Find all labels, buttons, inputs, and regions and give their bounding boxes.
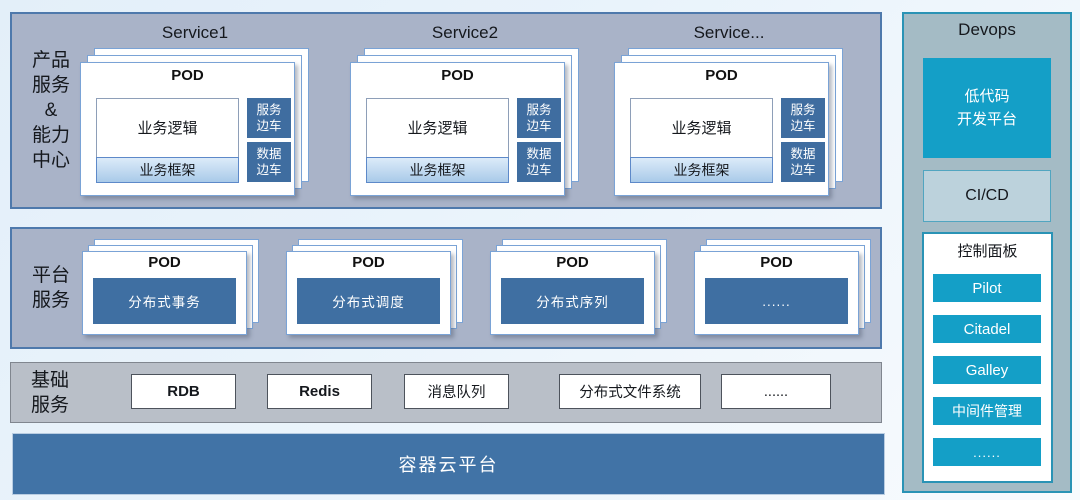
business-box: 业务逻辑 业务框架	[96, 98, 239, 183]
pod-label: POD	[352, 254, 385, 271]
basic-section-label: 基础 服务	[30, 369, 69, 416]
business-framework: 业务框架	[366, 157, 509, 183]
pod-stack: POD 业务逻辑 业务框架 服务 边车 数据 边车	[80, 48, 309, 198]
pod-label: POD	[705, 67, 738, 84]
data-sidecar: 数据 边车	[247, 142, 291, 182]
products-section: 产品 服务 & 能力 中心 Service1 POD 业务逻辑 业务框架 服务 …	[10, 12, 882, 209]
pod-card: POD 业务逻辑 业务框架 服务 边车 数据 边车	[80, 62, 295, 196]
pod-card: POD ......	[694, 251, 859, 335]
pod-stack: POD 业务逻辑 业务框架 服务 边车 数据 边车	[614, 48, 843, 198]
platform-section-label: 平台 服务	[31, 265, 70, 311]
platform-section: 平台 服务 POD 分布式事务 POD 分布式调度 POD 分布式序列 POD …	[10, 227, 882, 349]
control-panel-item-middleware: 中间件管理	[933, 397, 1041, 425]
sidecar-group: 服务 边车 数据 边车	[781, 98, 825, 186]
control-panel-item-more: ......	[933, 438, 1041, 466]
business-box: 业务逻辑 业务框架	[366, 98, 509, 183]
service-group-3: Service... POD 业务逻辑 业务框架 服务 边车 数据 边车	[614, 20, 844, 200]
business-framework: 业务框架	[630, 157, 773, 183]
service-sidecar: 服务 边车	[247, 98, 291, 138]
pod-stack: POD 业务逻辑 业务框架 服务 边车 数据 边车	[350, 48, 579, 198]
business-logic: 业务逻辑	[407, 120, 468, 137]
cicd-box: CI/CD	[923, 170, 1051, 222]
pod-card: POD 分布式序列	[490, 251, 655, 335]
service-sidecar: 服务 边车	[517, 98, 561, 138]
platform-pod-stack-2: POD 分布式调度	[286, 239, 464, 341]
pod-label: POD	[760, 254, 793, 271]
control-panel-item-citadel: Citadel	[933, 315, 1041, 343]
platform-pod-stack-1: POD 分布式事务	[82, 239, 260, 341]
basic-item-distributed-fs: 分布式文件系统	[559, 374, 701, 409]
products-section-label: 产品 服务 & 能力 中心	[31, 50, 70, 171]
data-sidecar: 数据 边车	[517, 142, 561, 182]
pod-label: POD	[441, 67, 474, 84]
service-title: Service1	[161, 23, 229, 42]
basic-item-more: ......	[721, 374, 831, 409]
platform-pod-stack-3: POD 分布式序列	[490, 239, 668, 341]
basic-item-redis: Redis	[267, 374, 372, 409]
low-code-platform-box: 低代码 开发平台	[923, 58, 1051, 158]
basic-item-rdb: RDB	[131, 374, 236, 409]
service-title: Service2	[431, 23, 499, 42]
platform-service-name: 分布式调度	[297, 278, 440, 324]
service-title: Service...	[693, 23, 765, 42]
container-cloud-platform-bar: 容器云平台	[12, 433, 885, 495]
service-group-1: Service1 POD 业务逻辑 业务框架 服务 边车 数据 边车	[80, 20, 310, 200]
sidecar-group: 服务 边车 数据 边车	[517, 98, 561, 186]
pod-card: POD 分布式事务	[82, 251, 247, 335]
devops-column: Devops 低代码 开发平台 CI/CD 控制面板 Pilot Citadel…	[902, 12, 1072, 493]
platform-pod-stack-4: POD ......	[694, 239, 872, 341]
pod-card: POD 业务逻辑 业务框架 服务 边车 数据 边车	[350, 62, 565, 196]
basic-section: 基础 服务 RDB Redis 消息队列 分布式文件系统 ......	[10, 362, 882, 423]
basic-item-message-queue: 消息队列	[404, 374, 509, 409]
devops-title: Devops	[958, 20, 1016, 39]
control-panel-title: 控制面板	[957, 243, 1018, 260]
sidecar-group: 服务 边车 数据 边车	[247, 98, 291, 186]
platform-service-name: 分布式序列	[501, 278, 644, 324]
business-logic: 业务逻辑	[137, 120, 198, 137]
business-framework: 业务框架	[96, 157, 239, 183]
control-panel-item-galley: Galley	[933, 356, 1041, 384]
pod-label: POD	[556, 254, 589, 271]
control-panel: 控制面板 Pilot Citadel Galley 中间件管理 ......	[922, 232, 1053, 483]
business-logic: 业务逻辑	[671, 120, 732, 137]
pod-label: POD	[148, 254, 181, 271]
platform-service-name: ......	[705, 278, 848, 324]
business-box: 业务逻辑 业务框架	[630, 98, 773, 183]
service-sidecar: 服务 边车	[781, 98, 825, 138]
service-group-2: Service2 POD 业务逻辑 业务框架 服务 边车 数据 边车	[350, 20, 580, 200]
platform-service-name: 分布式事务	[93, 278, 236, 324]
pod-label: POD	[171, 67, 204, 84]
pod-card: POD 分布式调度	[286, 251, 451, 335]
data-sidecar: 数据 边车	[781, 142, 825, 182]
control-panel-item-pilot: Pilot	[933, 274, 1041, 302]
pod-card: POD 业务逻辑 业务框架 服务 边车 数据 边车	[614, 62, 829, 196]
